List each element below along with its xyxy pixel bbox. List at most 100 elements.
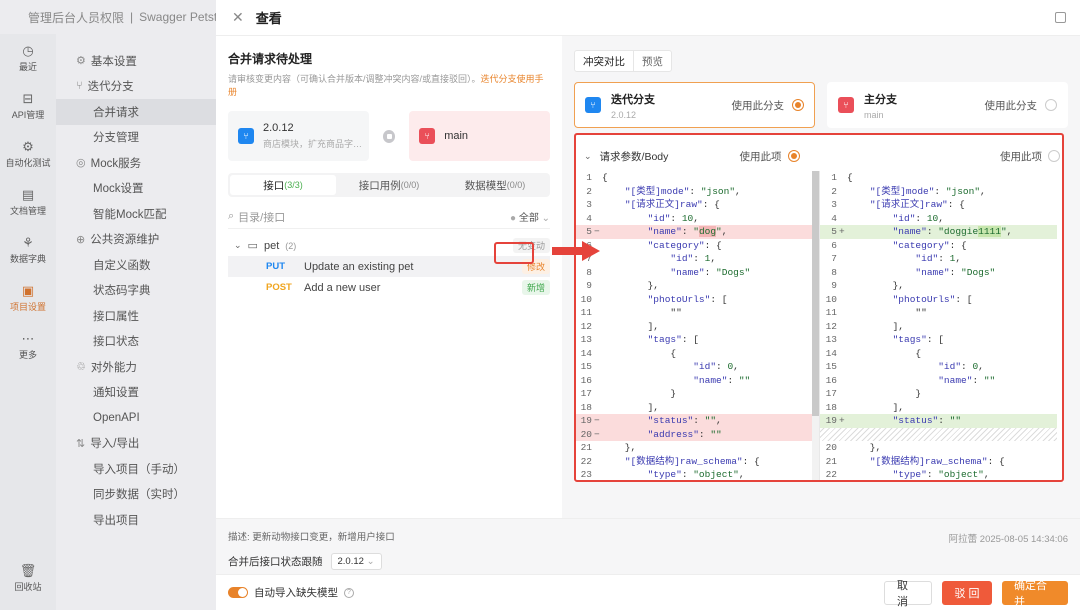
rail-item-4[interactable]: ⚘数据字典 <box>0 226 56 274</box>
help-icon[interactable]: ? <box>344 587 354 598</box>
code-line: 11 "" <box>574 306 819 320</box>
rail-item-2[interactable]: ⚙自动化测试 <box>0 130 56 178</box>
use-right-item-option[interactable]: 使用此项 <box>1000 149 1060 164</box>
tab-conflict-compare[interactable]: 冲突对比 <box>575 51 634 71</box>
merge-right-pane: 冲突对比 预览 ⑂ 迭代分支 2.0.12 使用此分支 ⑂ 主分支 main 使… <box>562 36 1080 518</box>
tab-apis[interactable]: 接口(3/3) <box>230 175 336 195</box>
rail-item-1[interactable]: ⊟API管理 <box>0 82 56 130</box>
merge-author: 阿拉蕾 2025-08-05 14:34:06 <box>948 534 1068 545</box>
use-left-item-option[interactable]: 使用此项 <box>740 149 800 164</box>
code-line: 1{ <box>819 171 1064 185</box>
line-number: 13 <box>580 334 592 345</box>
submenu-item-5[interactable]: Mock设置 <box>56 176 216 202</box>
tree-folder-pet[interactable]: ⌄ ▭ pet (2) 无变动 <box>228 235 550 256</box>
submenu-item-4[interactable]: ◎Mock服务 <box>56 150 216 176</box>
submenu-item-8[interactable]: 自定义函数 <box>56 252 216 278</box>
submenu-item-9[interactable]: 状态码字典 <box>56 278 216 304</box>
submenu-item-18[interactable]: 导出项目 <box>56 507 216 533</box>
submenu-item-0[interactable]: ⚙基本设置 <box>56 48 216 74</box>
chevron-down-icon: ⌄ <box>366 556 375 567</box>
submenu-item-2[interactable]: 合并请求 <box>56 99 216 125</box>
diff-left-pane[interactable]: 1{2 "[类型]mode": "json",3 "[请求正文]raw": {4… <box>574 171 819 482</box>
follow-version-select[interactable]: 2.0.12 ⌄ <box>330 553 382 570</box>
api-search[interactable]: ⌕ 目录/接口 ● 全部 ⌄ <box>228 205 550 229</box>
submenu-item-17[interactable]: 同步数据（实时） <box>56 482 216 508</box>
submenu-item-7[interactable]: ⊕公共资源维护 <box>56 227 216 253</box>
reject-button[interactable]: 驳 回 <box>942 581 992 605</box>
code-line: 8 "name": "Dogs" <box>819 266 1064 280</box>
diff-right-pane[interactable]: 1{2 "[类型]mode": "json",3 "[请求正文]raw": {4… <box>819 171 1064 482</box>
line-number: 1 <box>831 172 837 183</box>
code-text: "tags": [ <box>892 334 944 345</box>
code-text: "id": 10, <box>892 212 944 224</box>
code-text: "name": "Dogs" <box>915 266 996 278</box>
code-line: 18 ], <box>819 401 1064 415</box>
use-feature-branch-radio[interactable] <box>792 99 804 111</box>
use-main-branch-card[interactable]: ⑂ 主分支 main 使用此分支 <box>827 82 1068 128</box>
scrollbar[interactable] <box>812 171 819 482</box>
submenu-item-6[interactable]: 智能Mock匹配 <box>56 201 216 227</box>
code-line: 2 "[类型]mode": "json", <box>819 185 1064 199</box>
scrollbar[interactable] <box>1057 171 1064 482</box>
drawer-header: ✕ 查看 <box>216 0 1080 36</box>
method-badge: PUT <box>266 261 285 272</box>
code-text: "[数据结构]raw_schema": { <box>869 455 1005 467</box>
submenu-item-label: 分支管理 <box>93 132 139 145</box>
rail-item-3[interactable]: ▤文档管理 <box>0 178 56 226</box>
branch-manual-link[interactable]: 迭代分支使用手册 <box>228 74 544 97</box>
rail-item-5[interactable]: ▣项目设置 <box>0 274 56 322</box>
use-left-item-radio[interactable] <box>787 150 800 162</box>
tree-api-put[interactable]: PUT Update an existing pet 修改 <box>228 256 550 277</box>
tab-preview[interactable]: 预览 <box>642 55 663 68</box>
code-line: 20− "address": "" <box>574 427 819 441</box>
scrollbar-thumb[interactable] <box>812 171 819 416</box>
code-line: 16 "name": "" <box>574 374 819 388</box>
breadcrumb-project[interactable]: 管理后台人员权限 <box>28 10 125 25</box>
rail-item-trash[interactable]: 🗑回收站 <box>0 554 56 602</box>
search-input[interactable]: 目录/接口 <box>238 211 286 224</box>
submenu-item-13[interactable]: 通知设置 <box>56 380 216 406</box>
branch-icon: ⑂ <box>585 97 601 113</box>
submenu-item-11[interactable]: 接口状态 <box>56 329 216 355</box>
confirm-merge-button[interactable]: 确定合并 <box>1002 580 1068 608</box>
close-icon[interactable]: ✕ <box>232 9 244 25</box>
submenu-item-label: 合并请求 <box>93 106 139 119</box>
submenu-item-14[interactable]: OpenAPI <box>56 405 216 431</box>
submenu-item-16[interactable]: 导入项目（手动） <box>56 456 216 482</box>
code-line: 16 "name": "" <box>819 374 1064 388</box>
submenu-group-icon: ⇅ <box>76 437 86 450</box>
modified-highlight <box>494 242 534 264</box>
chevron-down-icon[interactable]: ⌄ <box>584 150 592 161</box>
use-feature-branch-card[interactable]: ⑂ 迭代分支 2.0.12 使用此分支 <box>574 82 815 128</box>
submenu-item-label: OpenAPI <box>93 411 140 424</box>
code-text: "category": { <box>647 239 722 251</box>
code-text: "photoUrls": [ <box>647 293 728 305</box>
use-branch-option[interactable]: 使用此分支 <box>732 98 804 113</box>
line-number: 12 <box>580 320 592 332</box>
submenu-item-3[interactable]: 分支管理 <box>56 125 216 151</box>
code-line: 3 "[请求正文]raw": { <box>574 198 819 212</box>
use-right-item-radio[interactable] <box>1048 150 1060 162</box>
use-branch-option[interactable]: 使用此分支 <box>985 98 1057 113</box>
tab-models[interactable]: 数据模型(0/0) <box>442 175 548 195</box>
code-line: 14 { <box>819 347 1064 361</box>
use-main-branch-radio[interactable] <box>1045 99 1057 111</box>
auto-import-toggle[interactable] <box>228 587 248 598</box>
filter-dropdown[interactable]: ● 全部 ⌄ <box>510 209 550 224</box>
code-line: 20 }, <box>819 441 1064 455</box>
submenu-item-1[interactable]: ⑂迭代分支 <box>56 74 216 100</box>
submenu-item-12[interactable]: ♲对外能力 <box>56 354 216 380</box>
submenu-item-15[interactable]: ⇅导入/导出 <box>56 431 216 457</box>
code-line: 13 "tags": [ <box>819 333 1064 347</box>
tree-api-post[interactable]: POST Add a new user 新增 <box>228 277 550 298</box>
code-line: 19+ "status": "" <box>819 414 1064 428</box>
code-line: 18 ], <box>574 401 819 415</box>
tab-cases[interactable]: 接口用例(0/0) <box>336 175 442 195</box>
breadcrumb-api[interactable]: Swagger Petst <box>139 10 216 24</box>
rail-item-0[interactable]: ◷最近 <box>0 34 56 82</box>
project-settings-icon: ▣ <box>21 282 35 298</box>
cancel-button[interactable]: 取 消 <box>884 580 932 608</box>
expand-icon[interactable] <box>1055 12 1066 23</box>
submenu-item-10[interactable]: 接口属性 <box>56 303 216 329</box>
rail-item-6[interactable]: ⋯更多 <box>0 322 56 370</box>
